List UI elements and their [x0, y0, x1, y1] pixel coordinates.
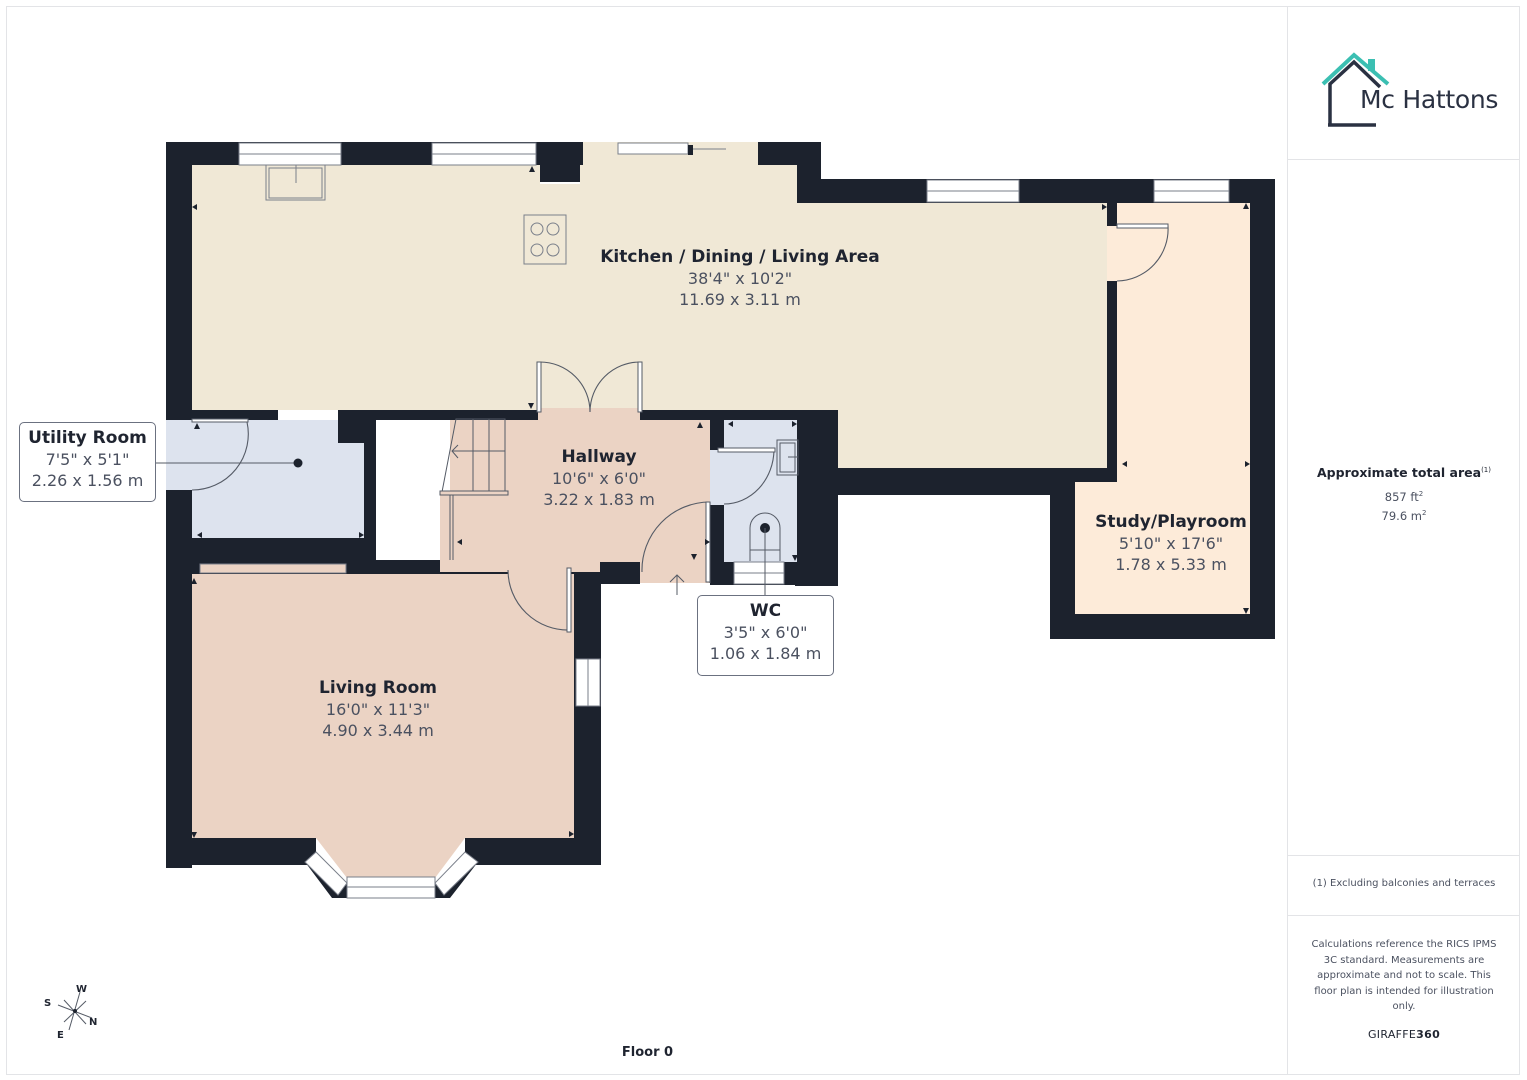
study-floor [1075, 203, 1250, 614]
utility-floor [192, 420, 364, 538]
room-dim-imperial: 3'5" x 6'0" [723, 623, 808, 642]
divider [1288, 915, 1520, 916]
footnote-marker: (1) [1481, 465, 1491, 474]
room-dim-imperial: 10'6" x 6'0" [551, 469, 647, 488]
compass-rose: W S N E [30, 978, 120, 1048]
area-ft-sup: 2 [1418, 490, 1424, 498]
room-dim-imperial: 5'10" x 17'6" [1118, 534, 1224, 553]
room-dim-imperial: 16'0" x 11'3" [325, 700, 431, 719]
living-floor [192, 574, 574, 878]
area-ft-value: 857 ft [1384, 489, 1419, 504]
callout-wc: WC 3'5" x 6'0" 1.06 x 1.84 m [697, 595, 834, 676]
room-name: WC [749, 601, 782, 621]
divider [1288, 159, 1520, 160]
staircase [439, 418, 509, 560]
hallway-floor [440, 420, 710, 583]
study-door-gap [1107, 226, 1119, 281]
compass-w: W [76, 984, 87, 995]
brand-suffix: 360 [1416, 1028, 1441, 1041]
room-label-study: Study/Playroom 5'10" x 17'6" 1.78 x 5.33… [1095, 511, 1247, 575]
area-ft: 857 ft2 [1288, 486, 1520, 505]
room-dim-metric: 1.06 x 1.84 m [709, 644, 822, 663]
wc-fixtures [749, 439, 799, 561]
logo-text: Mc Hattons [1360, 85, 1499, 114]
divider [1288, 855, 1520, 856]
entrance-arrow-icon [669, 574, 685, 595]
room-dim-metric: 4.90 x 3.44 m [322, 721, 434, 740]
page-frame [6, 6, 1520, 1075]
area-m-value: 79.6 m [1381, 508, 1422, 523]
area-m-sup: 2 [1422, 508, 1427, 517]
living-door-gap [508, 562, 570, 576]
info-sidebar: Mc Hattons Approximate total area(1) 857… [1287, 7, 1520, 1074]
room-name: Kitchen / Dining / Living Area [600, 247, 880, 267]
wc-floor [724, 420, 797, 562]
total-area-title: Approximate total area(1) [1288, 465, 1520, 480]
bay-window [304, 851, 479, 899]
floor-label: Floor 0 [621, 1045, 674, 1060]
utility-door-gap [166, 420, 192, 490]
giraffe360-brand: GIRAFFE360 [1288, 1028, 1520, 1041]
callout-leaders [156, 462, 766, 596]
area-m: 79.6 m2 [1288, 505, 1520, 524]
room-dim-metric: 1.78 x 5.33 m [1115, 555, 1227, 574]
area-values: 857 ft2 79.6 m2 [1288, 486, 1520, 524]
windows [199, 142, 1230, 707]
total-area-title-text: Approximate total area [1317, 465, 1482, 480]
compass-icon: W S N E [44, 984, 97, 1041]
kitchen-floor [192, 165, 1107, 468]
room-dim-imperial: 38'4" x 10'2" [687, 269, 793, 288]
compass-e: E [57, 1030, 64, 1041]
room-label-hallway: Hallway 10'6" x 6'0" 3.22 x 1.83 m [543, 446, 655, 510]
stair-void [376, 420, 440, 560]
room-dim-metric: 2.26 x 1.56 m [31, 471, 144, 490]
callout-utility-room: Utility Room 7'5" x 5'1" 2.26 x 1.56 m [19, 422, 156, 502]
room-name: Utility Room [28, 428, 147, 448]
footnote-text: (1) Excluding balconies and terraces [1312, 878, 1496, 889]
room-name: Living Room [319, 678, 437, 698]
compass-n: N [89, 1017, 97, 1028]
room-dim-imperial: 7'5" x 5'1" [45, 450, 130, 469]
floor-plan-drawing [156, 142, 1275, 899]
brand-prefix: GIRAFFE [1367, 1028, 1417, 1041]
room-label-kitchen: Kitchen / Dining / Living Area 38'4" x 1… [600, 246, 879, 310]
kitchen-fixtures [265, 164, 567, 265]
room-dim-metric: 11.69 x 3.11 m [679, 290, 801, 309]
dimension-markers [191, 166, 1250, 838]
house-logo-icon [1321, 52, 1390, 127]
floor-plan-area [7, 7, 1287, 1074]
hallway-door-gap [538, 408, 640, 422]
room-name: Hallway [561, 447, 637, 467]
wc-door-gap [710, 450, 724, 505]
disclaimer-text: Calculations reference the RICS IPMS 3C … [1311, 939, 1497, 1012]
room-label-living: Living Room 16'0" x 11'3" 4.90 x 3.44 m [319, 677, 437, 741]
room-dim-metric: 3.22 x 1.83 m [543, 490, 655, 509]
room-name: Study/Playroom [1095, 512, 1247, 532]
total-area-block: Approximate total area(1) 857 ft2 79.6 m… [1288, 465, 1520, 524]
compass-s: S [44, 998, 51, 1009]
mchattons-logo: Mc Hattons [1318, 49, 1498, 129]
